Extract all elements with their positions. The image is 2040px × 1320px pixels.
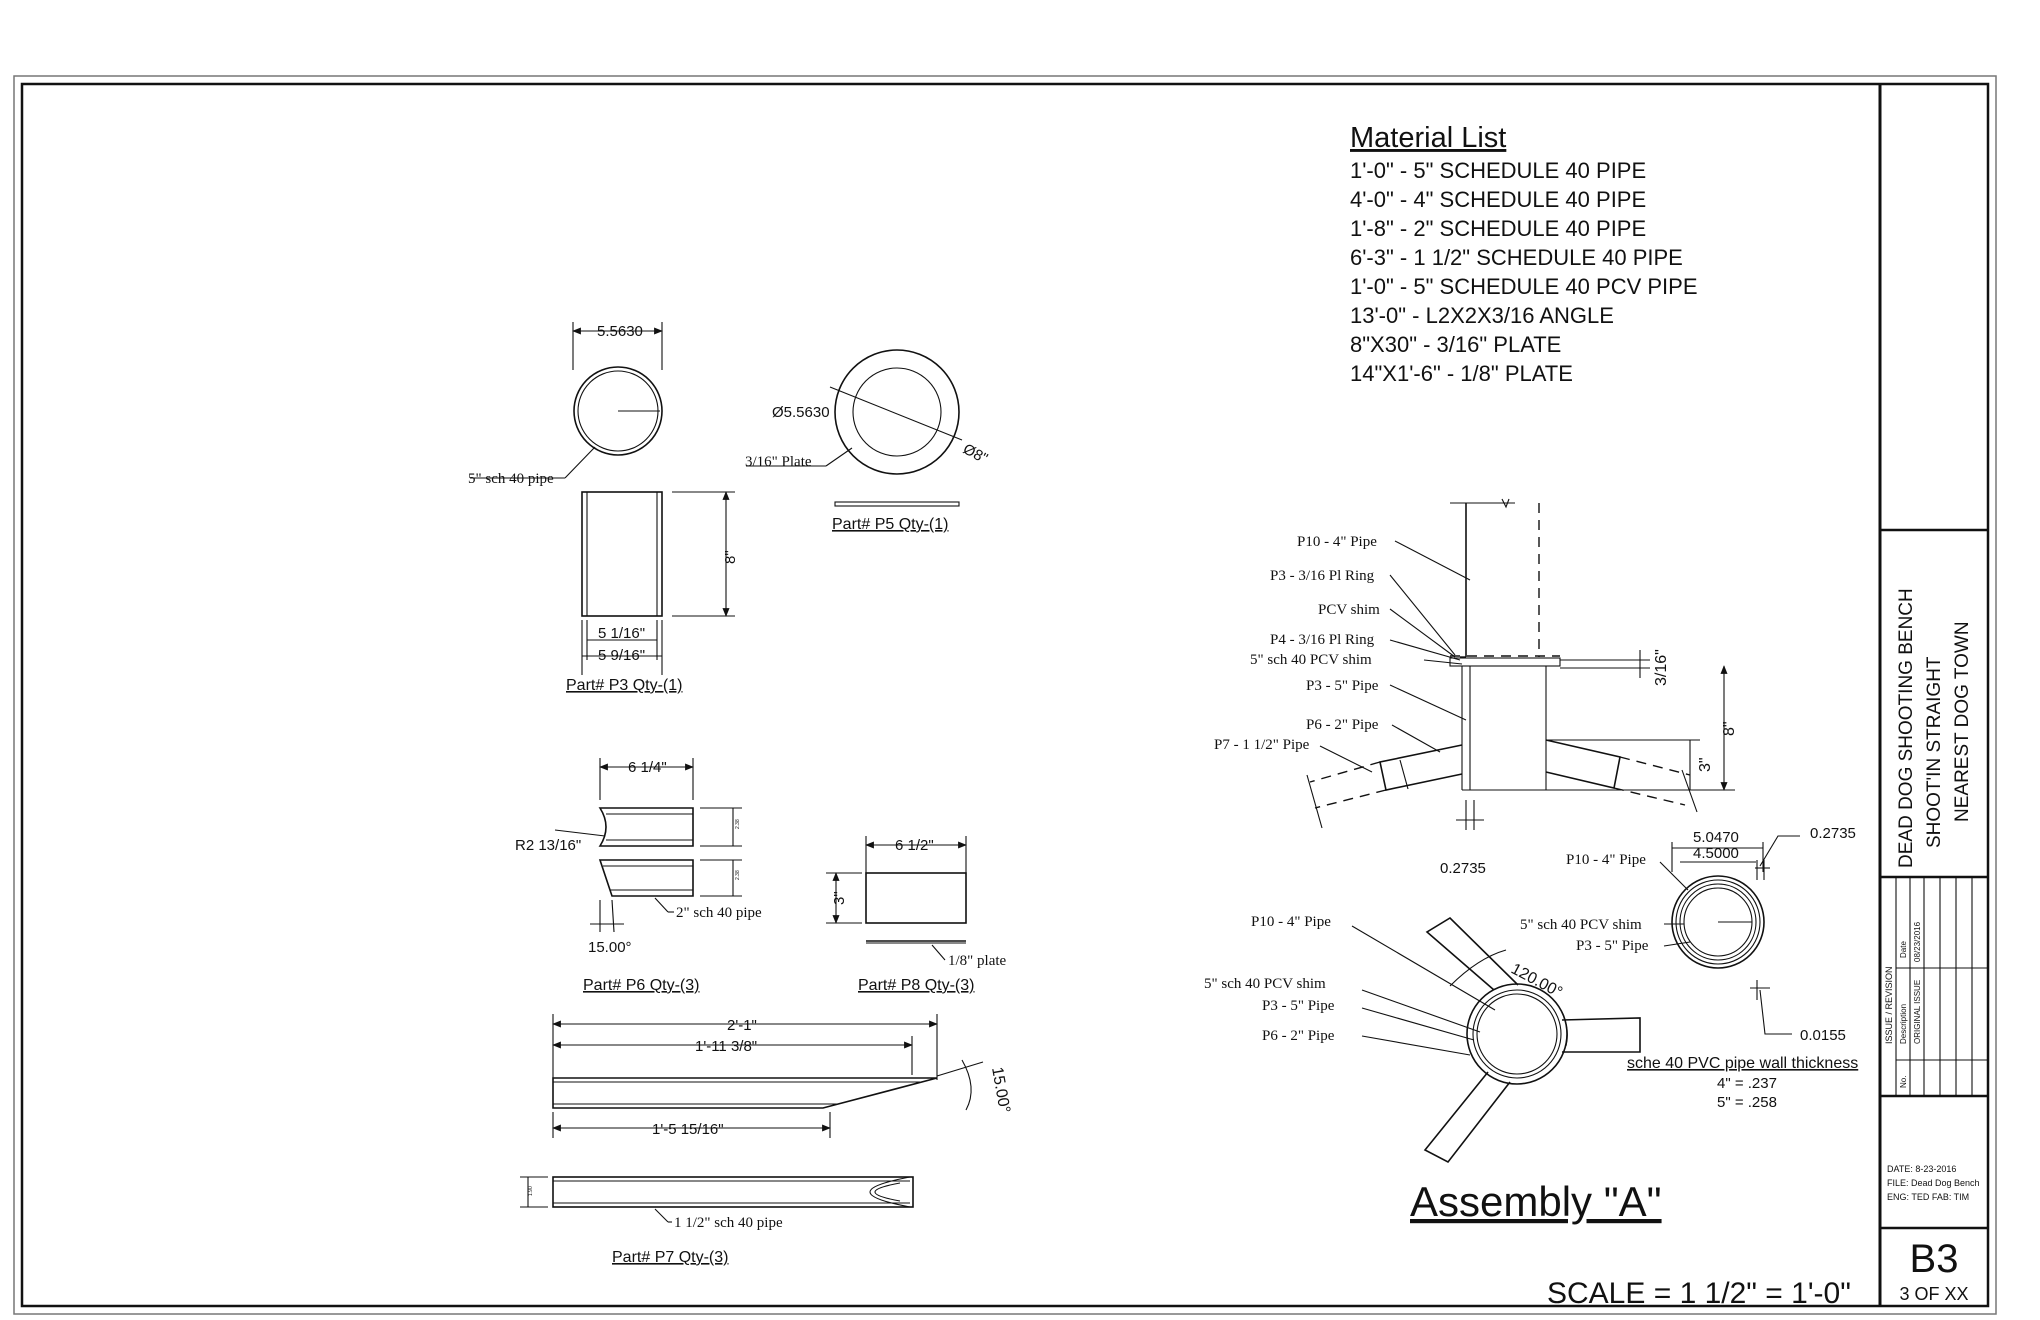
p3-inner-dim: 5 1/16" (598, 625, 645, 642)
p8-height-dim: 3" (831, 891, 848, 905)
scale-text: SCALE = 1 1/2" = 1'-0" (1547, 1277, 1851, 1310)
part-p6-drawing: 6 1/4" R2 13/16" 2.38 2.38 2" sch 40 pip… (515, 758, 762, 994)
detail-label-p10: P10 - 4" Pipe (1566, 852, 1646, 868)
p5-plate-label: 3/16" Plate (745, 454, 812, 470)
p7-angle: 15.00° (988, 1066, 1013, 1115)
p5-inner-dia: Ø5.5630 (772, 404, 830, 421)
p7-long-dim: 1'-11 3/8" (695, 1038, 757, 1055)
material-item: 1'-8" - 2" SCHEDULE 40 PIPE (1350, 216, 1646, 241)
p7-short-dim: 1'-5 15/16" (652, 1121, 724, 1138)
p7-pipe-label: 1 1/2" sch 40 pipe (674, 1215, 783, 1231)
detail-dim-gap: 0.0155 (1800, 1027, 1846, 1044)
material-list-title: Material List (1350, 122, 1506, 154)
detail-note-4: 4" = .237 (1717, 1075, 1777, 1092)
project-title-line3: NEAREST DOG TOWN (1952, 621, 1973, 822)
material-item: 8"X30" - 3/16" PLATE (1350, 332, 1561, 357)
detail-dim-inner: 4.5000 (1693, 845, 1739, 862)
p6-pipe-label: 2" sch 40 pipe (676, 905, 762, 921)
detail-section: 5.0470 4.5000 0.2735 0.0155 P10 - 4" Pip… (1520, 825, 1858, 1111)
p6-small-dim-1: 2.38 (735, 819, 741, 829)
part-p7-drawing: 2'-1" 1'-11 3/8" 15.00° 1'-5 15/16" 1.90… (520, 1014, 1013, 1266)
p3-pipe-label: 5" sch 40 pipe (468, 471, 554, 487)
revision-header: ISSUE / REVISION (1884, 966, 1894, 1044)
part-p8-drawing: 6 1/2" 3" 1/8" plate Part# P8 Qty-(3) (826, 836, 1007, 994)
revision-date: 08/23/2016 (1913, 921, 1922, 962)
detail-dim-wall: 0.2735 (1810, 825, 1856, 842)
file-line: FILE: Dead Dog Bench (1887, 1178, 1980, 1188)
sheet-of: 3 OF XX (1899, 1284, 1968, 1304)
p8-plate-label: 1/8" plate (948, 953, 1007, 969)
elevation-dim-height: 8" (1721, 721, 1738, 736)
p6-length-dim: 6 1/4" (628, 759, 667, 776)
detail-label-p3: P3 - 5" Pipe (1576, 938, 1649, 954)
p7-overall-dim: 2'-1" (727, 1017, 757, 1034)
revision-col-no: No. (1899, 1076, 1908, 1088)
material-item: 6'-3" - 1 1/2" SCHEDULE 40 PIPE (1350, 245, 1683, 270)
p3-width-dim: 5.5630 (597, 323, 643, 340)
part-p3-drawing: 5.5630 5" sch 40 pipe 8" 5 1/16" 5 9/16"… (468, 322, 739, 694)
sheet-number: B3 (1910, 1237, 1959, 1281)
plan-label-pcv-shim: 5" sch 40 PCV shim (1204, 976, 1326, 992)
detail-dim-outer: 5.0470 (1693, 829, 1739, 846)
p5-outer-dia: Ø8" (960, 441, 990, 468)
plan-angle: 120.00° (1508, 961, 1565, 1002)
elevation-label-p7: P7 - 1 1/2" Pipe (1214, 737, 1310, 753)
project-title-line2: SHOOT'IN STRAIGHT (1924, 656, 1945, 848)
detail-note-title: sche 40 PVC pipe wall thickness (1627, 1055, 1858, 1072)
p3-outer-dim: 5 9/16" (598, 647, 645, 664)
p6-radius-label: R2 13/16" (515, 837, 581, 854)
date-line: DATE: 8-23-2016 (1887, 1164, 1956, 1174)
p5-caption: Part# P5 Qty-(1) (832, 516, 948, 533)
elevation-label-p3-pipe: P3 - 5" Pipe (1306, 678, 1379, 694)
elevation-label-pcv-shim: PCV shim (1318, 602, 1380, 618)
material-item: 1'-0" - 5" SCHEDULE 40 PCV PIPE (1350, 274, 1698, 299)
revision-col-date: Date (1899, 941, 1908, 958)
elevation-label-p6: P6 - 2" Pipe (1306, 717, 1379, 733)
revision-description: ORIGINAL ISSUE (1913, 980, 1922, 1044)
assembly-plan: 120.00° P10 - 4" Pipe 5" sch 40 PCV shim… (1204, 914, 1641, 1164)
elevation-dim-low: 3" (1697, 757, 1714, 772)
title-block: DEAD DOG SHOOTING BENCH SHOOT'IN STRAIGH… (1878, 84, 1988, 1306)
material-item: 13'-0" - L2X2X3/16 ANGLE (1350, 303, 1614, 328)
eng-line: ENG: TED FAB: TIM (1887, 1192, 1969, 1202)
plan-label-p3: P3 - 5" Pipe (1262, 998, 1335, 1014)
inner-border (20, 82, 1990, 1308)
material-item: 1'-0" - 5" SCHEDULE 40 PIPE (1350, 158, 1646, 183)
material-item: 4'-0" - 4" SCHEDULE 40 PIPE (1350, 187, 1646, 212)
p6-small-dim-2: 2.38 (735, 870, 741, 880)
plan-label-p6: P6 - 2" Pipe (1262, 1028, 1335, 1044)
revision-col-description: Description (1899, 1004, 1908, 1044)
project-title-line1: DEAD DOG SHOOTING BENCH (1896, 588, 1917, 868)
assembly-title: Assembly "A" (1410, 1178, 1662, 1225)
p7-small-dim: 1.90 (528, 1186, 534, 1196)
detail-note-5: 5" = .258 (1717, 1094, 1777, 1111)
elevation-label-pcv-shim-5: 5" sch 40 PCV shim (1250, 652, 1372, 668)
elevation-label-p4-ring: P4 - 3/16 Pl Ring (1270, 632, 1375, 648)
elevation-label-p10: P10 - 4" Pipe (1297, 534, 1377, 550)
p3-caption: Part# P3 Qty-(1) (566, 677, 682, 694)
part-p5-drawing: Ø5.5630 Ø8" 3/16" Plate Part# P5 Qty-(1) (745, 349, 990, 533)
p7-caption: Part# P7 Qty-(3) (612, 1249, 728, 1266)
p8-width-dim: 6 1/2" (895, 837, 934, 854)
material-list: Material List 1'-0" - 5" SCHEDULE 40 PIP… (1350, 122, 1698, 386)
p6-angle: 15.00° (588, 939, 632, 956)
elevation-label-p3-ring: P3 - 3/16 Pl Ring (1270, 568, 1375, 584)
outer-border (13, 75, 1997, 1315)
p3-height-dim: 8" (722, 550, 739, 564)
p8-caption: Part# P8 Qty-(3) (858, 977, 974, 994)
assembly-elevation: 3/16" 8" 3" 0.2735 P10 - 4" Pipe P3 - 3/… (1214, 498, 1738, 877)
plan-label-p10: P10 - 4" Pipe (1251, 914, 1331, 930)
detail-label-pcv-shim: 5" sch 40 PCV shim (1520, 917, 1642, 933)
elevation-dim-top: 3/16" (1653, 649, 1670, 686)
elevation-bottom-value: 0.2735 (1440, 860, 1486, 877)
material-item: 14"X1'-6" - 1/8" PLATE (1350, 361, 1573, 386)
p6-caption: Part# P6 Qty-(3) (583, 977, 699, 994)
